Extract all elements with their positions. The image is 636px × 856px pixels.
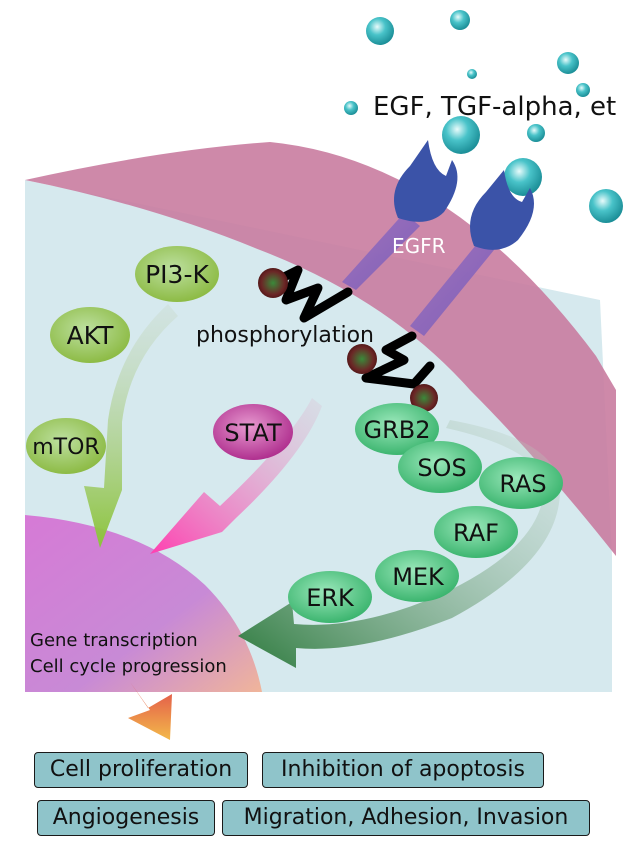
ligand-ball bbox=[557, 52, 579, 74]
intracellular-domain bbox=[361, 331, 435, 389]
ligand-ball bbox=[344, 101, 358, 115]
pi3k-protein bbox=[135, 246, 219, 302]
erk-label: ERK bbox=[306, 584, 355, 612]
pi3k-akt-arrow bbox=[84, 304, 178, 548]
erk-protein bbox=[288, 571, 372, 623]
phosphorylation-label: phosphorylation bbox=[196, 323, 374, 348]
akt-label: AKT bbox=[67, 321, 115, 350]
nucleus-line-1: Gene transcription bbox=[30, 630, 198, 651]
ligand-ball bbox=[576, 83, 590, 97]
mek-protein bbox=[375, 550, 459, 602]
ligand-ball bbox=[504, 158, 542, 196]
ligand-ball bbox=[442, 116, 480, 154]
stat-protein bbox=[213, 404, 293, 460]
ligands-label: EGF, TGF-alpha, et bbox=[373, 92, 616, 122]
ligand-ball bbox=[467, 69, 477, 79]
stat-label: STAT bbox=[224, 419, 282, 447]
egfr-receptor-stalk bbox=[410, 240, 494, 336]
ligand-ball bbox=[366, 17, 394, 45]
intracellular-domain bbox=[267, 265, 353, 323]
mek-label: MEK bbox=[392, 563, 445, 591]
nucleus bbox=[25, 515, 262, 692]
ras-mapk-arrow bbox=[238, 420, 560, 668]
receptor-label: EGFR bbox=[392, 234, 446, 258]
outcome-inhibition-of-apoptosis: Inhibition of apoptosis bbox=[262, 752, 544, 788]
akt-protein bbox=[50, 307, 130, 363]
grb2-label: GRB2 bbox=[363, 416, 430, 444]
phosphate-dot bbox=[258, 268, 288, 298]
sos-label: SOS bbox=[417, 454, 466, 482]
egfr-receptor-stalk bbox=[342, 213, 420, 290]
ligand-ball bbox=[589, 189, 623, 223]
outcome-migration-adhesion-invasion: Migration, Adhesion, Invasion bbox=[222, 800, 590, 836]
outcome-cell-proliferation: Cell proliferation bbox=[34, 752, 248, 788]
phosphate-dot bbox=[410, 384, 438, 412]
stat-arrow bbox=[150, 398, 322, 554]
raf-protein bbox=[434, 506, 518, 558]
phosphate-dot bbox=[347, 344, 377, 374]
sos-protein bbox=[398, 441, 482, 493]
egfr-receptor-head bbox=[470, 170, 534, 250]
ligand-ball bbox=[527, 124, 545, 142]
grb2-protein bbox=[355, 403, 439, 455]
ras-protein bbox=[479, 457, 563, 509]
mtor-protein bbox=[26, 418, 106, 474]
pi3k-label: PI3-K bbox=[145, 260, 209, 289]
nucleus-line-2: Cell cycle progression bbox=[30, 656, 227, 677]
ligand-molecules bbox=[344, 10, 623, 223]
mtor-label: mTOR bbox=[32, 435, 99, 460]
cell-membrane bbox=[25, 142, 616, 556]
ligand-ball bbox=[450, 10, 470, 30]
ras-label: RAS bbox=[499, 470, 546, 498]
outcome-angiogenesis: Angiogenesis bbox=[37, 800, 215, 836]
egfr-receptor-head bbox=[394, 140, 458, 222]
raf-label: RAF bbox=[453, 519, 499, 547]
outcome-arrow bbox=[128, 682, 172, 740]
